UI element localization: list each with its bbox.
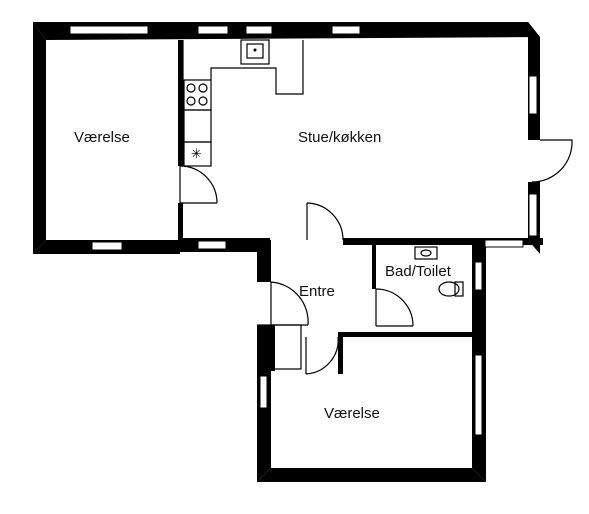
- room-labels: Værelse Stue/køkken Entre Bad/Toilet Vær…: [74, 129, 452, 422]
- room-label-stue-kokken: Stue/køkken: [298, 129, 381, 146]
- room-label-entre: Entre: [299, 283, 335, 300]
- stove-burner: [186, 96, 196, 106]
- interior-walls: [178, 40, 476, 374]
- stove-burner: [186, 83, 196, 93]
- room-label-vaerelse-2: Værelse: [324, 405, 380, 422]
- stove-burner: [198, 83, 208, 93]
- room-label-vaerelse-1: Værelse: [74, 129, 130, 146]
- kitchen: ✳: [182, 39, 304, 167]
- doors: [179, 139, 573, 375]
- room-label-bad-toilet: Bad/Toilet: [385, 263, 452, 280]
- svg-text:✳: ✳: [191, 147, 202, 162]
- bathroom-fixtures: [414, 246, 464, 297]
- stove-burner: [198, 96, 208, 106]
- windows: [69, 25, 538, 436]
- outer-walls: [33, 22, 543, 482]
